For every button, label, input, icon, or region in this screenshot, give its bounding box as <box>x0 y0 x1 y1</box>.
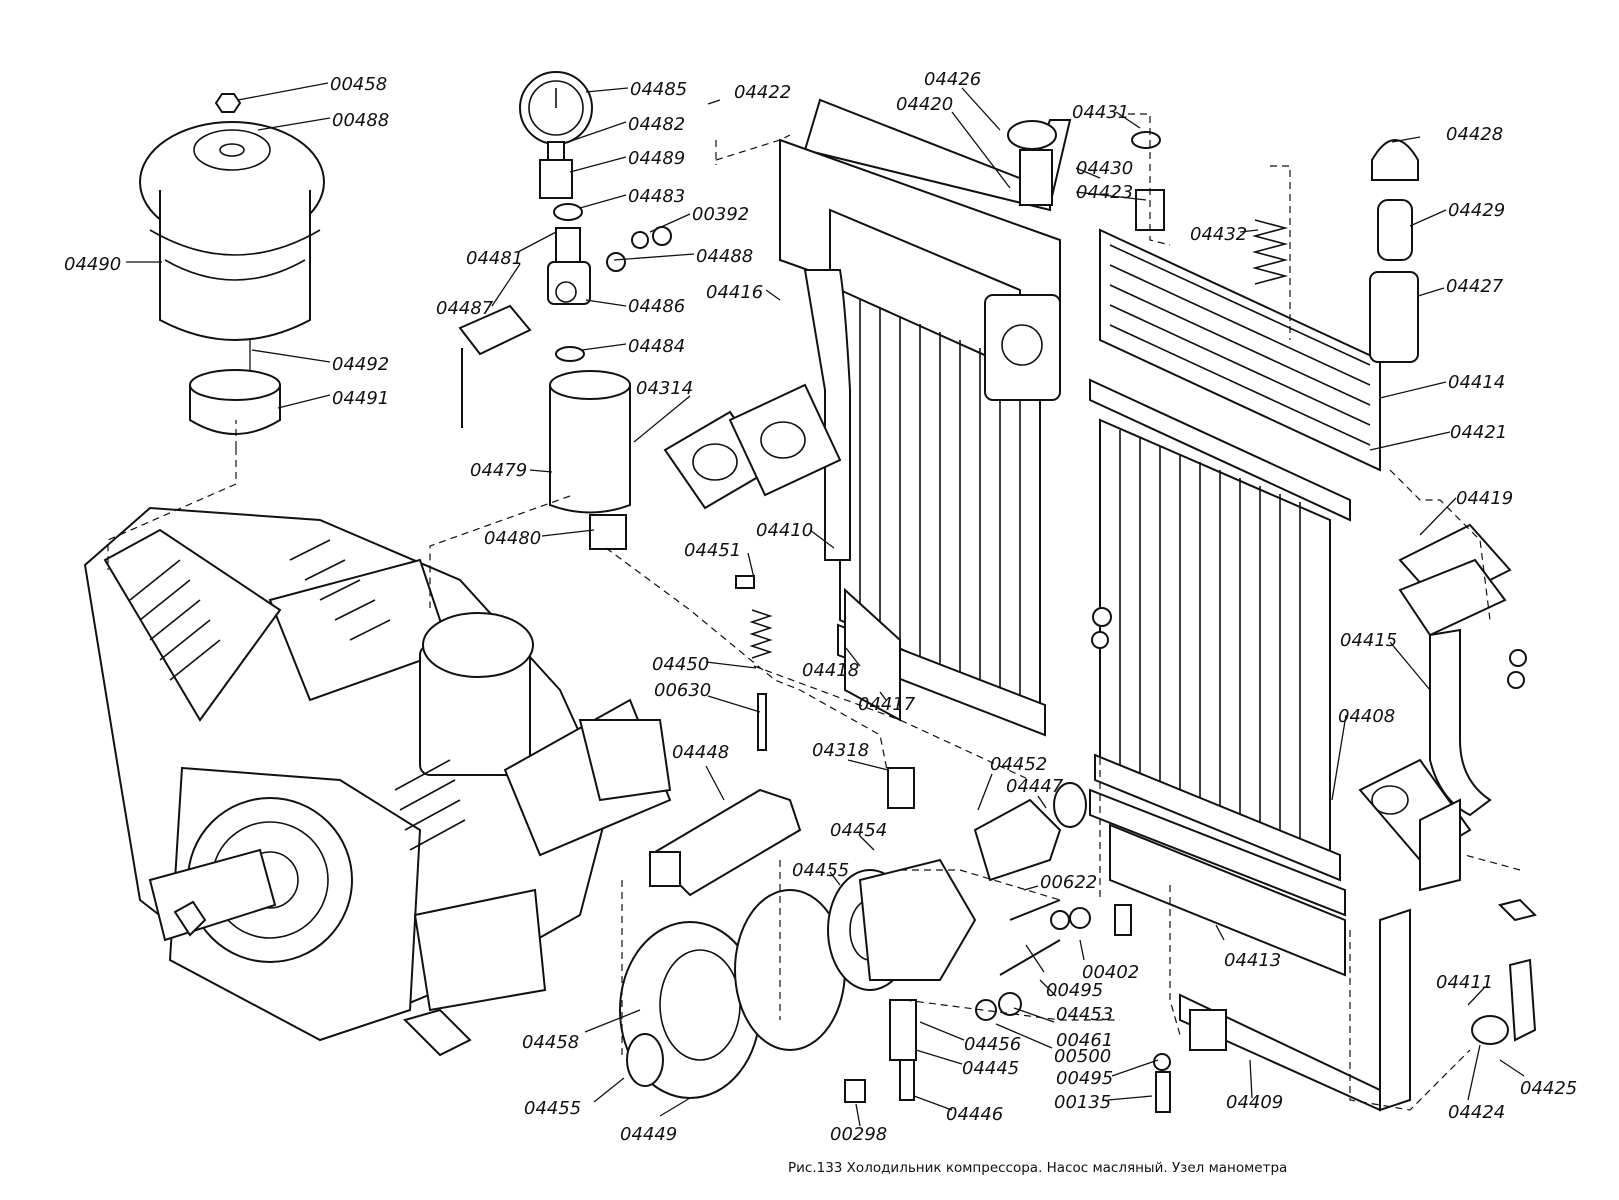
label-04492: 04492 <box>332 354 389 375</box>
label-00458: 00458 <box>330 74 387 95</box>
label-04318: 04318 <box>812 740 869 761</box>
label-04415: 04415 <box>1340 630 1397 651</box>
label-04314: 04314 <box>636 378 693 399</box>
label-04422: 04422 <box>734 82 791 103</box>
label-00461: 00461 <box>1056 1030 1113 1051</box>
label-04454: 04454 <box>830 820 887 841</box>
label-00392: 00392 <box>692 204 749 225</box>
label-04449: 04449 <box>620 1124 677 1145</box>
flange-drawing <box>663 383 842 510</box>
label-00495b: 00495 <box>1056 1068 1113 1089</box>
label-04411: 04411 <box>1436 972 1493 993</box>
label-00622: 00622 <box>1040 872 1097 893</box>
label-04481: 04481 <box>466 248 523 269</box>
label-04425: 04425 <box>1520 1078 1577 1099</box>
label-04421: 04421 <box>1450 422 1507 443</box>
oil-pump-drawing <box>619 575 1091 1103</box>
label-04430: 04430 <box>1076 158 1133 179</box>
label-04480: 04480 <box>484 528 541 549</box>
label-04456: 04456 <box>964 1034 1021 1055</box>
label-04446: 04446 <box>946 1104 1003 1125</box>
pipe-bracket-drawing <box>1091 523 1537 1113</box>
label-04420: 04420 <box>896 94 953 115</box>
label-04447: 04447 <box>1006 776 1064 797</box>
leader-lines <box>126 82 1525 1127</box>
alignment-lines <box>107 113 1521 1111</box>
label-04419: 04419 <box>1456 488 1513 509</box>
label-04490: 04490 <box>64 254 121 275</box>
manometer-assembly-drawing <box>458 71 672 550</box>
label-04485: 04485 <box>630 79 687 100</box>
figure-caption: Рис.133 Холодильник компрессора. Насос м… <box>788 1160 1288 1176</box>
label-04452: 04452 <box>990 754 1047 775</box>
label-04482: 04482 <box>628 114 685 135</box>
label-04483: 04483 <box>628 186 685 207</box>
label-00495a: 00495 <box>1046 980 1103 1001</box>
label-00488: 00488 <box>332 110 389 131</box>
label-04413: 04413 <box>1224 950 1281 971</box>
label-04423: 04423 <box>1076 182 1133 203</box>
label-04479: 04479 <box>470 460 527 481</box>
label-04486: 04486 <box>628 296 685 317</box>
label-04424: 04424 <box>1448 1102 1505 1123</box>
label-04416: 04416 <box>706 282 763 303</box>
label-04409: 04409 <box>1226 1092 1283 1113</box>
label-04491: 04491 <box>332 388 389 409</box>
label-04451: 04451 <box>684 540 741 561</box>
part-labels: 00458 00488 04490 04492 04491 04485 0448… <box>64 69 1577 1145</box>
label-04432: 04432 <box>1190 224 1247 245</box>
label-04410: 04410 <box>756 520 813 541</box>
cooler-right-drawing <box>1007 119 1419 977</box>
label-04489: 04489 <box>628 148 685 169</box>
label-04408: 04408 <box>1338 706 1395 727</box>
label-04487: 04487 <box>436 298 494 319</box>
label-04455a: 04455 <box>792 860 849 881</box>
label-00298: 00298 <box>830 1124 887 1145</box>
label-04417: 04417 <box>858 694 916 715</box>
cooler-left-drawing <box>779 98 1061 737</box>
label-04426: 04426 <box>924 69 981 90</box>
label-04418: 04418 <box>802 660 859 681</box>
label-00402: 00402 <box>1082 962 1139 983</box>
label-04450: 04450 <box>652 654 709 675</box>
label-04427: 04427 <box>1446 276 1504 297</box>
label-04428: 04428 <box>1446 124 1503 145</box>
label-00630: 00630 <box>654 680 711 701</box>
label-04488: 04488 <box>696 246 753 267</box>
label-04458: 04458 <box>522 1032 579 1053</box>
compressor-drawing <box>83 506 672 1057</box>
air-filter-drawing <box>139 93 325 435</box>
label-00135: 00135 <box>1054 1092 1111 1113</box>
label-04445: 04445 <box>962 1058 1019 1079</box>
label-00500: 00500 <box>1054 1046 1111 1067</box>
label-04453: 04453 <box>1056 1004 1113 1025</box>
label-04484: 04484 <box>628 336 685 357</box>
label-04429: 04429 <box>1448 200 1505 221</box>
label-04448: 04448 <box>672 742 729 763</box>
label-04414: 04414 <box>1448 372 1505 393</box>
label-04431: 04431 <box>1072 102 1129 123</box>
label-04455b: 04455 <box>524 1098 581 1119</box>
